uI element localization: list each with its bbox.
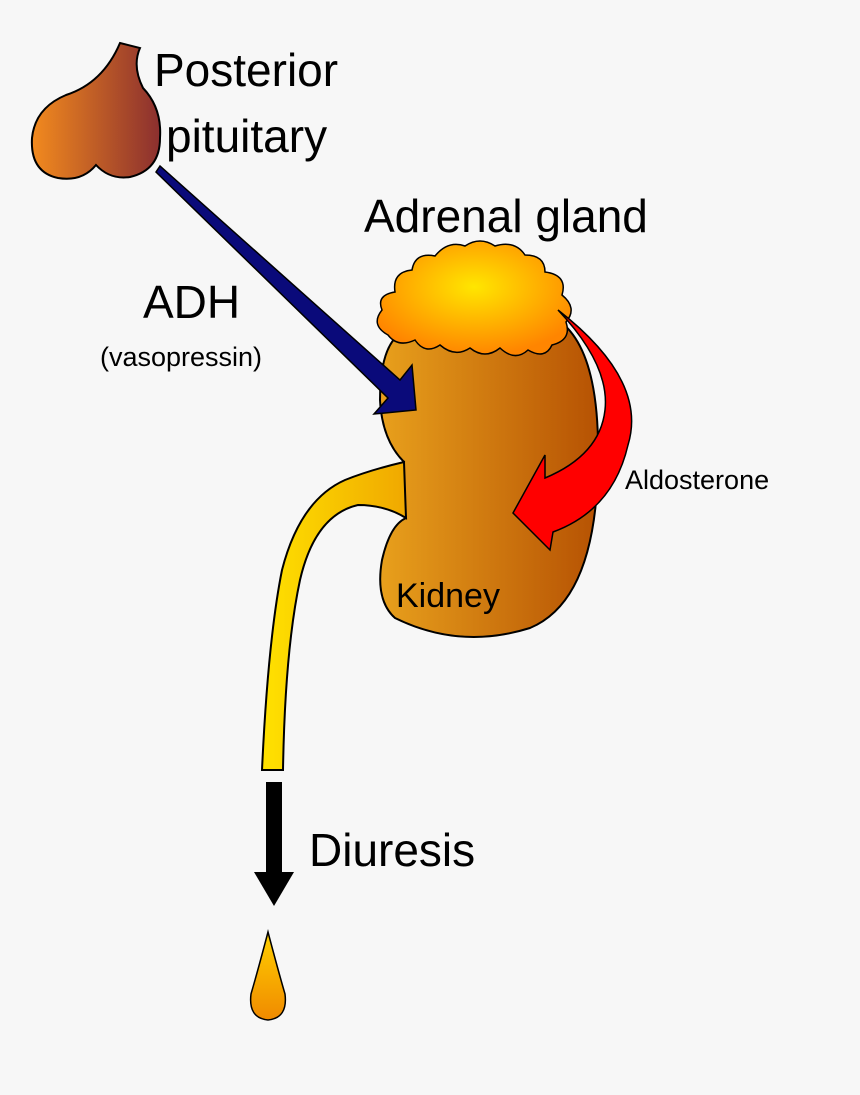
posterior-label-line2: pituitary xyxy=(166,110,327,162)
pituitary-gland-icon xyxy=(30,41,162,180)
diuresis-arrow xyxy=(254,782,294,906)
urine-drop-icon xyxy=(249,929,287,1021)
posterior-label-line1: Posterior xyxy=(154,44,338,96)
adrenal-gland-icon xyxy=(376,240,572,357)
adrenal-gland-label: Adrenal gland xyxy=(364,190,648,242)
aldosterone-arrow xyxy=(512,309,633,552)
diuresis-label: Diuresis xyxy=(309,824,475,876)
kidney-icon xyxy=(378,311,600,638)
kidney-label: Kidney xyxy=(396,577,500,615)
ureter xyxy=(260,460,408,771)
adh-label: ADH xyxy=(143,276,240,328)
adh-arrow xyxy=(155,164,417,415)
vasopressin-label: (vasopressin) xyxy=(100,342,262,372)
aldosterone-label: Aldosterone xyxy=(625,465,769,495)
